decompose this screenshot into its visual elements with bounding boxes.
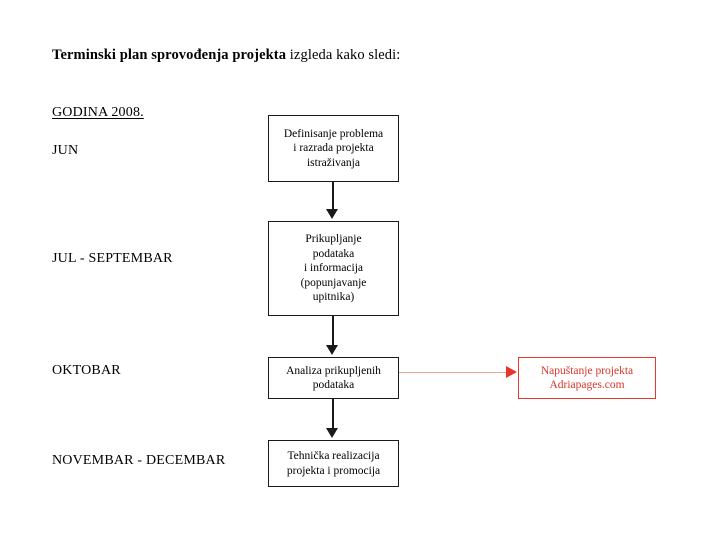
flow-step-line: i informacija [303, 262, 364, 275]
flow-step-line: i razrada projekta [293, 142, 374, 155]
flow-step-line: Definisanje problema [283, 127, 384, 140]
year-label: GODINA 2008. [52, 105, 144, 120]
period-label-oktobar: OKTOBAR [52, 363, 121, 378]
arrow-down-icon [326, 428, 338, 438]
flow-step-prikupljanje-podataka: Prikupljanje podataka i informacija (pop… [268, 221, 399, 316]
flow-step-line: Tehnička realizacija [287, 450, 380, 463]
flow-step-line: podataka [312, 247, 355, 260]
page-title-normal: izgleda kako sledi: [286, 47, 401, 63]
flow-step-tehnicka-realizacija: Tehnička realizacija projekta i promocij… [268, 440, 399, 487]
arrow-down-icon [326, 345, 338, 355]
connector-line-step3-step4 [332, 399, 334, 431]
flow-step-line: podataka [312, 379, 355, 391]
flow-step-line: upitnika) [312, 291, 355, 304]
flow-step-line: Prikupljanje [305, 233, 362, 246]
period-label-novembar-decembar: NOVEMBAR - DECEMBAR [52, 453, 226, 468]
connector-line-step3-exit [399, 372, 509, 374]
page-title: Terminski plan sprovođenja projekta izgl… [52, 47, 400, 64]
flow-exit-line: Napuštanje projekta [540, 364, 634, 377]
flow-step-line: (popunjavanje [300, 276, 367, 289]
connector-line-step2-step3 [332, 316, 334, 348]
connector-line-step1-step2 [332, 182, 334, 212]
flow-step-line: istraživanja [306, 156, 360, 169]
flow-step-analiza-podataka: Analiza prikupljenih podataka [268, 357, 399, 399]
period-label-jul-septembar: JUL - SEPTEMBAR [52, 251, 173, 266]
flow-exit-line: Adriapages.com [549, 379, 625, 391]
flow-step-line: projekta i promocija [286, 464, 381, 477]
arrow-right-icon [506, 366, 517, 378]
flow-step-line: Analiza prikupljenih [286, 364, 381, 377]
flow-step-definisanje-problema: Definisanje problema i razrada projekta … [268, 115, 399, 182]
arrow-down-icon [326, 209, 338, 219]
flow-exit-node-napustanje-projekta: Napuštanje projekta Adriapages.com [518, 357, 656, 399]
page-title-bold: Terminski plan sprovođenja projekta [52, 47, 287, 63]
period-label-jun: JUN [52, 143, 79, 158]
